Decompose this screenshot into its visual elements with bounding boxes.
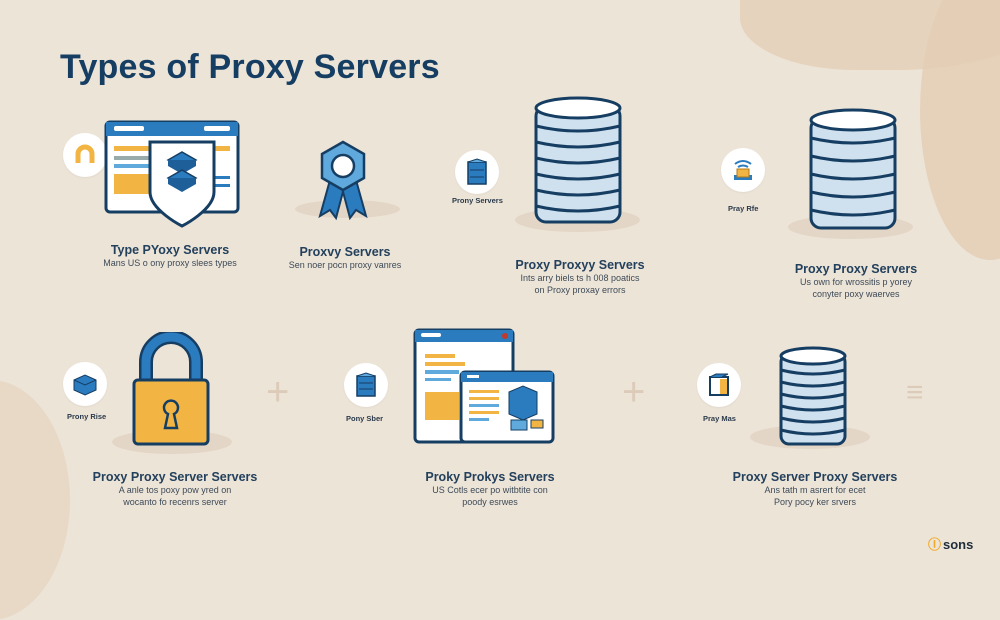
- browser-shield-icon: [104, 120, 240, 228]
- badge-label: Pray Rfe: [728, 204, 759, 213]
- server-icon: [356, 372, 376, 397]
- card-heading: Proxvy Servers: [299, 245, 391, 259]
- menu-decoration: ≡: [906, 376, 924, 409]
- card-heading: Proxy Server Proxy Servers: [732, 470, 898, 484]
- badge-label: Pray Mas: [703, 414, 736, 423]
- card-heading: Proxy Proxy Servers: [794, 262, 918, 276]
- proxy-type-card: Type PYoxy Servers Mans US o ony proxy s…: [90, 243, 250, 269]
- plus-decoration: +: [622, 370, 646, 414]
- proxy-type-card: Proxy Proxy Servers Us own for wrossitis…: [766, 262, 946, 300]
- magnet-icon: [75, 144, 95, 163]
- card-heading: Proxy Proxy Server Servers: [92, 470, 258, 484]
- magnet-badge: [63, 133, 107, 177]
- proxy-type-card: Proky Prokys Servers US Cotls ecer po wi…: [405, 470, 575, 508]
- logo-mark-icon: Ⓘ: [928, 537, 942, 552]
- proxy-type-card: Proxy Proxy Server Servers A anle tos po…: [80, 470, 270, 508]
- database-icon: [779, 346, 847, 446]
- card-description: Ans tath m asrert for ecet: [764, 485, 866, 495]
- badge-label: Prony Servers: [452, 196, 503, 205]
- badge-label: Pony Sber: [346, 414, 384, 423]
- browser-windows-icon: [413, 328, 555, 444]
- logo-text: sons: [943, 537, 974, 552]
- card-description: US Cotls ecer po witbtite con: [432, 485, 548, 495]
- card-description: Sen noer pocn proxy vanres: [288, 260, 402, 270]
- badge-label: Prony Rise: [67, 412, 107, 421]
- plus-decoration: +: [266, 370, 290, 414]
- card-description: on Proxy proxay errors: [534, 285, 626, 295]
- card-description: conyter poxy waerves: [812, 289, 900, 299]
- wifi-box-icon: [734, 160, 752, 180]
- card-description: poody esrwes: [462, 497, 518, 507]
- page-title: Types of Proxy Servers: [60, 48, 440, 86]
- card-description: wocanto fo recenrs server: [123, 497, 227, 507]
- proxy-type-card: Proxvy Servers Sen noer pocn proxy vanre…: [270, 245, 420, 271]
- server-icon: [467, 158, 487, 185]
- background-blob: [920, 0, 1000, 260]
- database-icon: [534, 96, 622, 224]
- card-heading: Proky Prokys Servers: [425, 470, 555, 484]
- card-description: Us own for wrossitis p yorey: [799, 277, 913, 287]
- proxy-type-card: Proxy Server Proxy Servers Ans tath m as…: [720, 470, 910, 508]
- cube-badge: [63, 362, 107, 406]
- padlock-icon: [132, 332, 210, 446]
- ribbon-award-icon: [318, 140, 368, 220]
- server-badge: [455, 150, 499, 194]
- book-icon: [709, 373, 729, 396]
- card-description: A anle tos poxy pow yred on: [118, 485, 232, 495]
- server-badge: [344, 363, 388, 407]
- background-blob: [0, 380, 70, 620]
- card-heading: Proxy Proxyy Servers: [515, 258, 645, 272]
- book-badge: [697, 363, 741, 407]
- card-heading: Type PYoxy Servers: [110, 243, 230, 257]
- card-description: Pory pocy ker srvers: [773, 497, 857, 507]
- proxy-type-card: Proxy Proxyy Servers Ints arry biels ts …: [490, 258, 670, 296]
- wifi-box-badge: [721, 148, 765, 192]
- cube-icon: [73, 374, 97, 396]
- database-icon: [809, 108, 897, 230]
- card-description: Mans US o ony proxy slees types: [103, 258, 237, 268]
- card-description: Ints arry biels ts h 008 poatics: [520, 273, 640, 283]
